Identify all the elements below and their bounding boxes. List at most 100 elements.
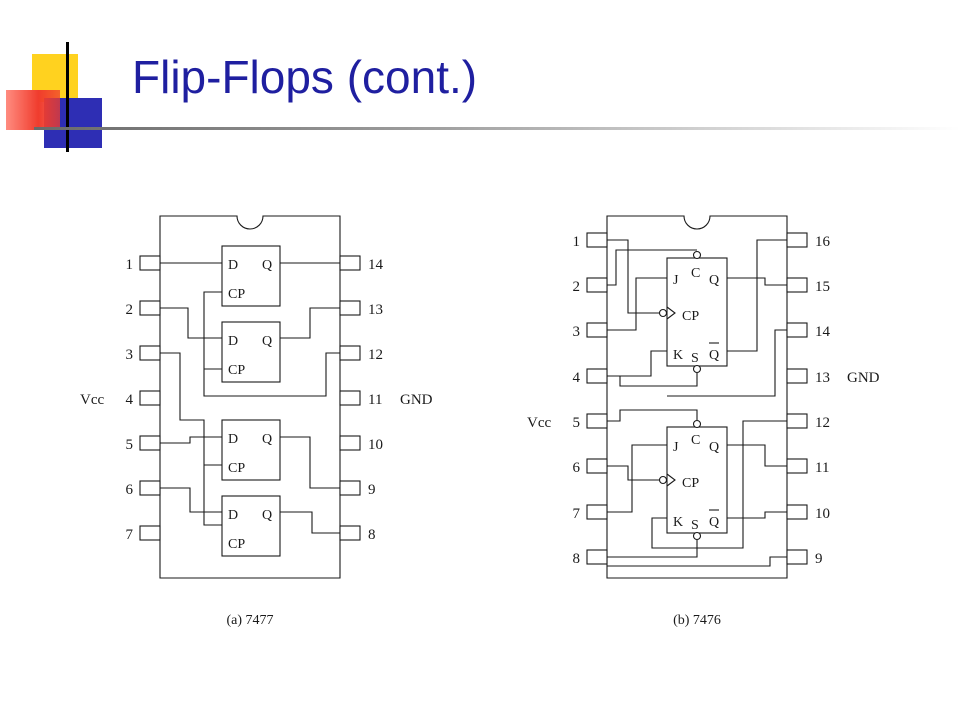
chip-7477-pin <box>139 390 161 406</box>
chip-7476-pin <box>586 549 608 565</box>
chip-7477-pin <box>139 255 161 271</box>
chip-7476-pin <box>586 413 608 429</box>
chip-7477-pin <box>339 435 361 451</box>
chip-7477-pin-number: 7 <box>126 527 134 543</box>
chip-7477-pin-number: 13 <box>368 302 383 318</box>
clock-triangle <box>666 473 676 487</box>
jkff-s-label: S <box>691 518 699 533</box>
chip-7476-pin <box>786 368 808 384</box>
chip-7476-pin <box>586 504 608 520</box>
dff-q-label: Q <box>262 432 272 447</box>
chip-7476-pin-number: 13 <box>815 370 830 386</box>
chip-7477-pin-number: 8 <box>368 527 376 543</box>
chip-7476-outline <box>606 215 788 579</box>
slide-decoration <box>6 42 960 152</box>
chip-7476-pin-number: 8 <box>573 551 581 567</box>
chip-7477: 1 2 3 4 5 6 7 14 13 12 11 10 9 8 Vcc GND… <box>80 215 433 628</box>
chip-7477-pin <box>339 255 361 271</box>
jkff-qbar-label: Q <box>709 515 719 530</box>
chip-7476-pin-number: 14 <box>815 324 831 340</box>
clock-bubble <box>658 475 668 485</box>
chip-7476-pin <box>586 277 608 293</box>
jkff-k-label: K <box>673 515 683 530</box>
chip-7476-pin <box>586 322 608 338</box>
dff-cp-label: CP <box>228 537 245 552</box>
chip-7477-dff-1 <box>221 245 281 307</box>
chip-7477-pin-number: 10 <box>368 437 383 453</box>
chip-7476-pin-number: 3 <box>573 324 581 340</box>
dff-d-label: D <box>228 258 238 273</box>
chip-7476-pin-number: 11 <box>815 460 829 476</box>
chip-7476-gnd-label: GND <box>847 370 880 386</box>
dff-cp-label: CP <box>228 287 245 302</box>
chip-7476-pin-number: 9 <box>815 551 823 567</box>
chip-7476-pin <box>586 232 608 248</box>
chip-7476-pin <box>786 504 808 520</box>
chip-7477-gnd-label: GND <box>400 392 433 408</box>
chip-7476-pin <box>786 413 808 429</box>
chip-7477-pin <box>339 300 361 316</box>
chip-7476-pin-number: 4 <box>573 370 581 386</box>
chip-7476-pin-number: 1 <box>573 234 581 250</box>
chip-7476-pin <box>786 322 808 338</box>
chip-7477-pin <box>339 480 361 496</box>
jkff-c-label: C <box>691 433 700 448</box>
preset-bubble <box>692 364 702 374</box>
jkff-j-label: J <box>673 273 679 288</box>
chip-7477-wiring <box>160 262 340 534</box>
jkff-j-label: J <box>673 440 679 455</box>
chip-7477-vcc-label: Vcc <box>80 392 104 408</box>
jkff-c-label: C <box>691 266 700 281</box>
clock-triangle <box>666 306 676 320</box>
deco-red-square <box>6 90 60 130</box>
chip-7477-pin <box>139 480 161 496</box>
chip-7477-dff-4 <box>221 495 281 557</box>
jkff-cp-label: CP <box>682 476 699 491</box>
chip-7476-pin-number: 2 <box>573 279 581 295</box>
chip-7476-pin <box>786 277 808 293</box>
clock-bubble <box>658 308 668 318</box>
chip-7477-pin <box>339 345 361 361</box>
chip-7476-pin-number: 15 <box>815 279 830 295</box>
chip-7477-pin <box>339 525 361 541</box>
dff-d-label: D <box>228 432 238 447</box>
chip-7476-pin-number: 12 <box>815 415 830 431</box>
chip-7476: 1 2 3 4 5 6 7 8 16 15 14 13 12 11 10 9 V… <box>527 215 880 628</box>
dff-q-label: Q <box>262 258 272 273</box>
dff-d-label: D <box>228 334 238 349</box>
chip-7477-pin-number: 2 <box>126 302 134 318</box>
chip-7477-pin-number: 9 <box>368 482 376 498</box>
chip-7477-pin <box>339 390 361 406</box>
chip-7477-dff-3 <box>221 419 281 481</box>
chip-7477-pin-number: 5 <box>126 437 134 453</box>
chip-7477-pin-number: 3 <box>126 347 134 363</box>
chip-7477-pin <box>139 435 161 451</box>
chip-7476-pin <box>586 368 608 384</box>
chip-7476-pin-number: 16 <box>815 234 831 250</box>
dff-d-label: D <box>228 508 238 523</box>
chip-7477-pin-number: 6 <box>126 482 134 498</box>
jkff-s-label: S <box>691 351 699 366</box>
chip-7477-pin <box>139 300 161 316</box>
chip-7477-pin <box>139 345 161 361</box>
title-underline <box>34 127 960 130</box>
jkff-q-label: Q <box>709 440 719 455</box>
chip-7477-dff-2 <box>221 321 281 383</box>
chip-7476-vcc-label: Vcc <box>527 415 551 431</box>
deco-vertical-line <box>66 42 69 152</box>
chip-7476-wiring <box>607 239 787 567</box>
dff-q-label: Q <box>262 508 272 523</box>
chip-7476-pin-number: 10 <box>815 506 830 522</box>
chip-7476-caption: (b) 7476 <box>673 613 721 628</box>
jkff-cp-label: CP <box>682 309 699 324</box>
jkff-q-label: Q <box>709 273 719 288</box>
jkff-k-label: K <box>673 348 683 363</box>
chip-7477-pin-number: 1 <box>126 257 134 273</box>
chip-7476-pin-number: 5 <box>573 415 581 431</box>
clear-bubble <box>692 419 702 429</box>
chip-7476-pin <box>786 232 808 248</box>
chip-7477-caption: (a) 7477 <box>226 613 273 628</box>
jkff-qbar-label: Q <box>709 348 719 363</box>
chip-7476-pin <box>586 458 608 474</box>
